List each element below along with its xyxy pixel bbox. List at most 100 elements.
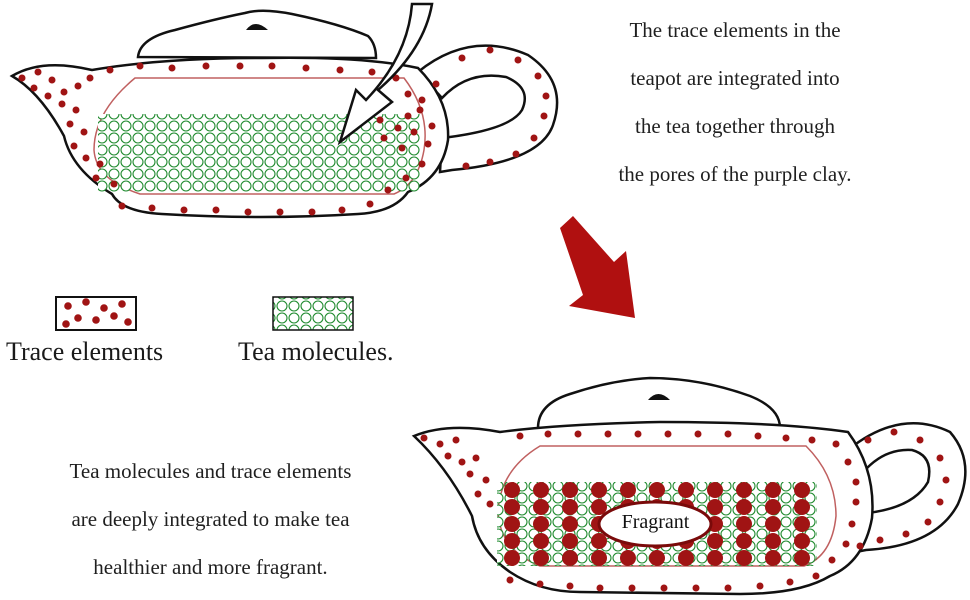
trace-element-dot: [424, 140, 432, 148]
trace-element-dot: [540, 112, 548, 120]
trace-element-dot: [110, 312, 118, 320]
trace-element-dot: [70, 142, 78, 150]
bottom-trace-elements: [420, 428, 950, 592]
trace-element-dot: [902, 530, 910, 538]
trace-element-dot: [794, 499, 810, 515]
trace-element-dot: [64, 302, 72, 310]
trace-element-dot: [842, 540, 850, 548]
trace-element-dot: [34, 68, 42, 76]
trace-element-dot: [707, 482, 723, 498]
legend: [55, 296, 354, 331]
trace-element-dot: [649, 550, 665, 566]
bottom-teapot: [411, 376, 967, 596]
pore-arrow: [337, 2, 434, 146]
trace-element-dot: [536, 580, 544, 588]
trace-element-dot: [782, 434, 790, 442]
trace-element-dot: [436, 440, 444, 448]
trace-element-dot: [80, 128, 88, 136]
trace-element-dot: [268, 62, 276, 70]
trace-element-dot: [394, 124, 402, 132]
fragrant-badge: [597, 500, 713, 548]
trace-element-dot: [482, 476, 490, 484]
legend-trace-label: Trace elements: [6, 337, 164, 366]
trace-element-dot: [736, 499, 752, 515]
trace-element-dot: [852, 498, 860, 506]
trace-element-dot: [848, 520, 856, 528]
trace-element-dot: [620, 550, 636, 566]
trace-element-dot: [92, 174, 100, 182]
trace-element-dot: [736, 516, 752, 532]
bottom-caption-line: healthier and more fragrant.: [93, 555, 328, 579]
trace-element-dot: [336, 66, 344, 74]
trace-element-dot: [308, 208, 316, 216]
trace-element-dot: [604, 430, 612, 438]
trace-element-dot: [828, 556, 836, 564]
top-caption-line: the tea together through: [634, 114, 835, 138]
trace-element-dot: [486, 500, 494, 508]
trace-element-dot: [212, 206, 220, 214]
trace-element-dot: [486, 158, 494, 166]
trace-element-dot: [756, 582, 764, 590]
trace-element-dot: [202, 62, 210, 70]
trace-element-dot: [562, 516, 578, 532]
trace-element-dot: [562, 499, 578, 515]
trace-element-dot: [504, 482, 520, 498]
trace-element-dot: [574, 430, 582, 438]
process-arrow: [560, 216, 635, 318]
trace-element-dot: [844, 458, 852, 466]
trace-element-dot: [694, 430, 702, 438]
trace-element-dot: [724, 430, 732, 438]
trace-element-dot: [30, 84, 38, 92]
trace-element-dot: [533, 482, 549, 498]
trace-element-dot: [596, 584, 604, 592]
trace-element-dot: [74, 82, 82, 90]
trace-element-dot: [96, 160, 104, 168]
trace-element-dot: [566, 582, 574, 590]
trace-element-dot: [620, 482, 636, 498]
trace-element-dot: [244, 208, 252, 216]
trace-element-dot: [432, 80, 440, 88]
trace-element-dot: [376, 116, 384, 124]
trace-element-dot: [428, 122, 436, 130]
trace-element-dot: [368, 68, 376, 76]
trace-element-dot: [736, 550, 752, 566]
trace-element-dot: [504, 533, 520, 549]
trace-element-dot: [664, 430, 672, 438]
legend-tea-label: Tea molecules.: [238, 337, 394, 366]
trace-element-dot: [384, 186, 392, 194]
trace-element-dot: [514, 56, 522, 64]
trace-element-dot: [124, 318, 132, 326]
top-caption-line: the pores of the purple clay.: [618, 162, 852, 186]
trace-element-dot: [62, 320, 70, 328]
legend-trace-dots: [62, 298, 132, 328]
trace-element-dot: [562, 550, 578, 566]
trace-element-dot: [649, 482, 665, 498]
trace-element-dot: [74, 314, 82, 322]
trace-element-dot: [936, 454, 944, 462]
bottom-caption-line: are deeply integrated to make tea: [71, 507, 350, 531]
trace-element-dot: [533, 499, 549, 515]
trace-element-dot: [794, 533, 810, 549]
trace-element-dot: [380, 134, 388, 142]
trace-element-dot: [458, 458, 466, 466]
trace-element-dot: [168, 64, 176, 72]
trace-element-dot: [92, 316, 100, 324]
trace-element-dot: [562, 533, 578, 549]
trace-element-dot: [504, 499, 520, 515]
trace-element-dot: [916, 436, 924, 444]
trace-element-dot: [466, 470, 474, 478]
trace-element-dot: [180, 206, 188, 214]
trace-element-dot: [678, 550, 694, 566]
trace-element-dot: [72, 106, 80, 114]
trace-element-dot: [118, 202, 126, 210]
trace-element-dot: [418, 96, 426, 104]
trace-element-dot: [765, 482, 781, 498]
trace-element-dot: [452, 436, 460, 444]
trace-element-dot: [794, 516, 810, 532]
trace-element-dot: [533, 516, 549, 532]
trace-element-dot: [754, 432, 762, 440]
trace-element-dot: [876, 536, 884, 544]
trace-element-dot: [765, 499, 781, 515]
trace-element-dot: [136, 62, 144, 70]
